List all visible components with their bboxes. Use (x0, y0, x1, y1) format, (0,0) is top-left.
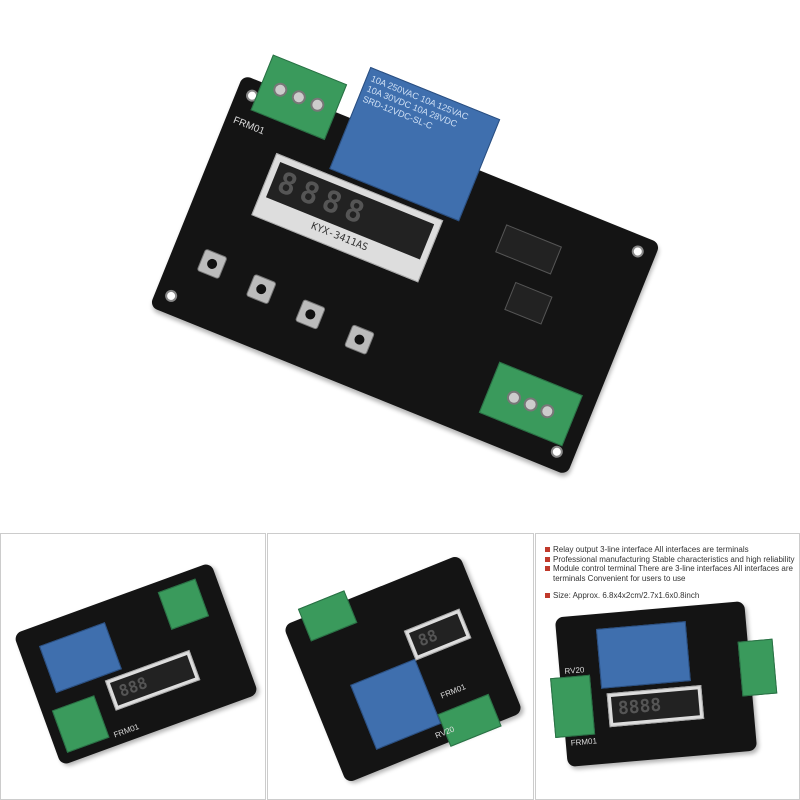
display-digit: 8 (339, 192, 370, 232)
relay-module-board: 10A 250VAC 10A 125VAC 10A 30VDC 10A 28VD… (149, 54, 661, 476)
feature-list: Relay output 3-line interface All interf… (545, 545, 795, 601)
display-digit: 8 (316, 183, 347, 223)
main-product-image: 10A 250VAC 10A 125VAC 10A 30VDC 10A 28VD… (0, 0, 800, 530)
display-digit: 8 (272, 165, 303, 205)
feature-item: Module control terminal There are 3-line… (545, 564, 795, 583)
feature-size: Size: Approx. 6.8x4x2cm/2.7x1.6x0.8inch (545, 591, 795, 601)
display-digit: 8 (294, 174, 325, 214)
feature-item: Relay output 3-line interface All interf… (545, 545, 795, 555)
thumb-secondary-label: RV20 (564, 665, 585, 676)
thumbnail-1[interactable]: 888 FRM01 (0, 533, 266, 800)
thumbnail-2[interactable]: 88 FRM01 RV20 (267, 533, 534, 800)
feature-item: Professional manufacturing Stable charac… (545, 555, 795, 565)
